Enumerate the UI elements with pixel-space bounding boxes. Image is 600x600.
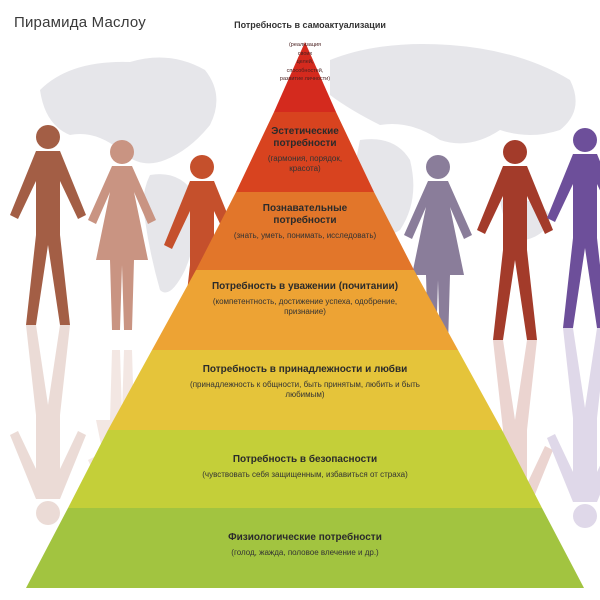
woman-figure [404, 155, 472, 345]
tier-belonging-text: Потребность в принадлежности и любви (пр… [180, 364, 430, 400]
tier-detail: (голод, жажда, половое влечение и др.) [231, 548, 379, 557]
pyramid-tier-belonging [108, 350, 502, 430]
apex-item: своих [297, 50, 313, 57]
tier-physiological-text: Физиологические потребности (голод, жажд… [130, 532, 480, 558]
tier-heading: Потребность в уважении (почитании) [211, 281, 399, 292]
man-figure [547, 128, 600, 328]
tier-detail: (принадлежность к общности, быть приняты… [190, 380, 420, 399]
pyramid-apex-tier [274, 42, 336, 112]
tier-detail: (компетентность, достижение успеха, одоб… [212, 297, 398, 316]
apex-item: способностей, [286, 67, 324, 74]
man-figure [477, 140, 553, 340]
pyramid-tier-esteem [152, 270, 458, 350]
tier-aesthetic-text: Эстетические потребности (гармония, поря… [255, 126, 355, 174]
pyramid-tier-aesthetic [236, 112, 374, 192]
pyramid-tier-safety [68, 430, 542, 508]
tier-heading: Потребность в принадлежности и любви [202, 364, 408, 375]
diagram-title: Пирамида Маслоу [14, 14, 146, 31]
tier-heading: Эстетические потребности [271, 126, 339, 149]
tier-heading: Потребность в безопасности [232, 454, 378, 465]
pyramid-tier-cognitive [196, 192, 414, 270]
apex-heading: Потребность в самоактуализации [234, 20, 386, 30]
maslow-pyramid [26, 42, 584, 588]
apex-items: (реализация своих целей, способностей, р… [272, 41, 338, 84]
woman-figure [88, 140, 156, 330]
figure-reflection [547, 328, 600, 528]
figure-reflection [10, 325, 86, 525]
apex-item: (реализация [288, 42, 322, 48]
tier-heading: Физиологические потребности [228, 532, 382, 543]
pyramid-tier-physiological [26, 508, 584, 588]
tier-cognitive-text: Познавательные потребности (знать, уметь… [230, 203, 380, 241]
tier-esteem-text: Потребность в уважении (почитании) (комп… [210, 281, 400, 317]
tier-detail: (гармония, порядок, красота) [267, 154, 343, 173]
tier-detail: (чувствовать себя защищенным, избавиться… [202, 470, 408, 479]
man-figure [10, 125, 86, 325]
apex-item: развитие личности) [279, 76, 331, 82]
tier-heading: Познавательные потребности [262, 203, 348, 226]
tier-safety-text: Потребность в безопасности (чувствовать … [150, 454, 460, 480]
tier-detail: (знать, уметь, понимать, исследовать) [233, 231, 377, 240]
apex-item: целей, [296, 59, 314, 65]
